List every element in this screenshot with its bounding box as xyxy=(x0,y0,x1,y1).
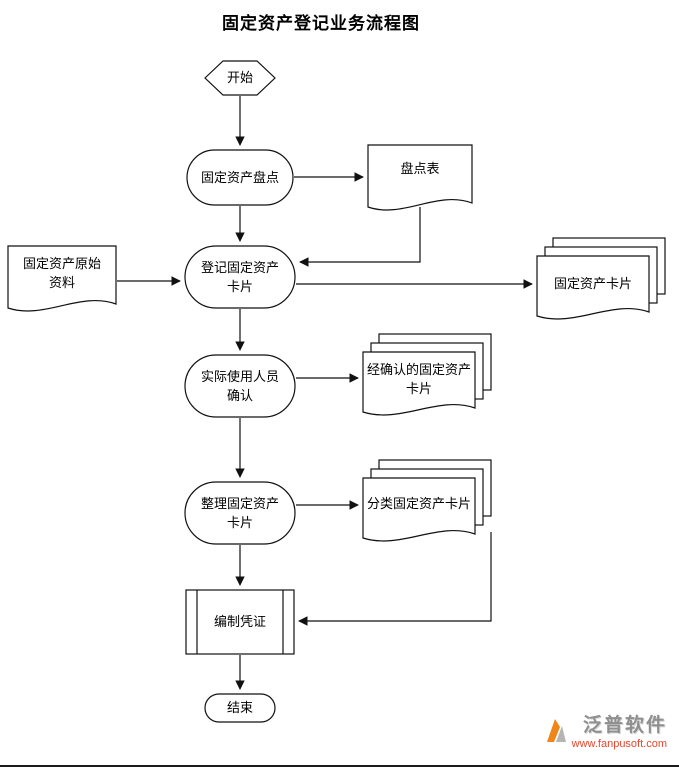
start-node-shape xyxy=(204,60,276,96)
watermark-brand: 泛普软件 xyxy=(582,715,667,736)
classified-cards-stack xyxy=(362,459,492,542)
watermark-text: 泛普软件 www.fanpusoft.com xyxy=(571,715,667,751)
page-title: 固定资产登记业务流程图 xyxy=(222,14,420,33)
asset-cards-stack xyxy=(536,237,666,320)
inventory-table-doc-shape xyxy=(367,144,473,211)
confirm-node-shape xyxy=(184,354,296,418)
confirmed-cards-doc-shape xyxy=(362,351,476,416)
fanpu-logo-icon xyxy=(546,719,566,742)
register-node-shape xyxy=(184,245,296,309)
voucher-node-shape xyxy=(185,589,295,655)
bottom-border xyxy=(0,765,679,767)
confirmed-cards-stack xyxy=(362,333,492,416)
connector-table-to-register xyxy=(299,207,421,267)
watermark-url-link[interactable]: www.fanpusoft.com xyxy=(571,737,667,750)
end-node-shape xyxy=(204,693,276,723)
watermark: 泛普软件 www.fanpusoft.com xyxy=(545,715,667,751)
connector-classified-to-voucher xyxy=(298,532,492,626)
inventory-node-shape xyxy=(186,149,294,206)
organize-node-shape xyxy=(184,481,296,545)
classified-cards-doc-shape xyxy=(362,477,476,542)
original-docs-shape xyxy=(7,245,117,312)
asset-cards-doc-shape xyxy=(536,255,650,320)
